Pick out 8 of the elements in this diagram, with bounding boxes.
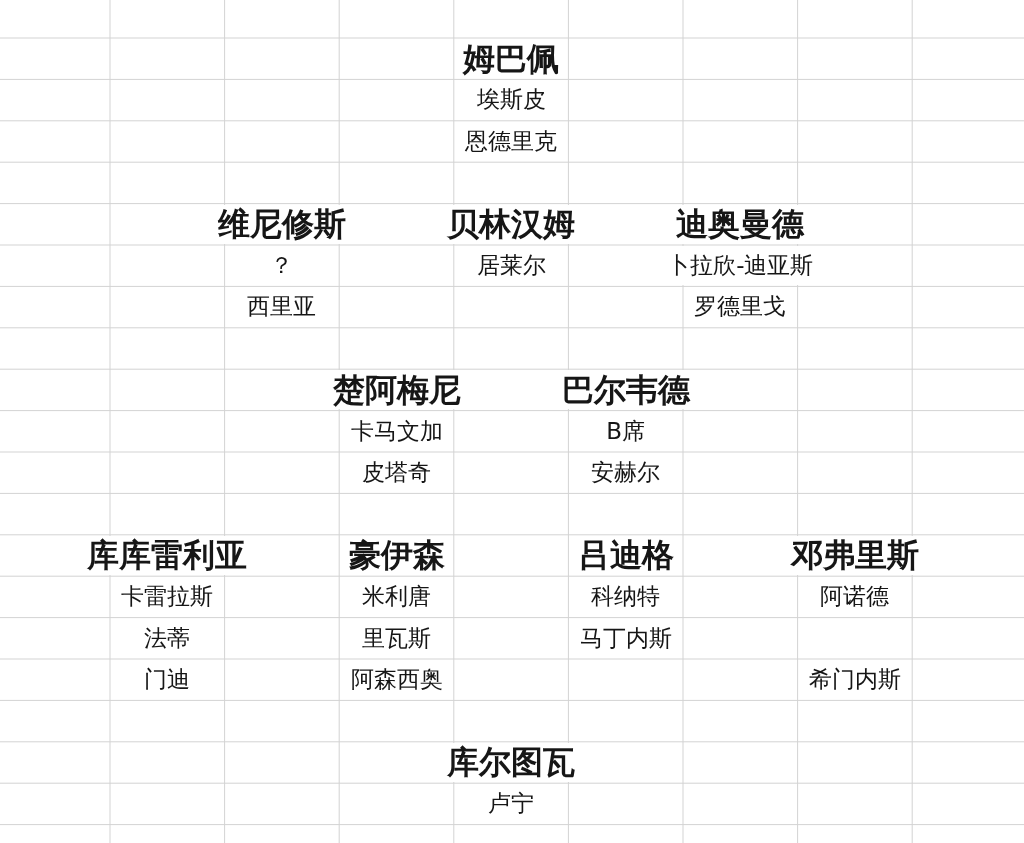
player-name-heading: 贝林汉姆 bbox=[445, 204, 578, 244]
player-name-heading: 库库雷利亚 bbox=[85, 535, 250, 575]
player-name-heading: 邓弗里斯 bbox=[788, 535, 921, 575]
player-name-heading: 库尔图瓦 bbox=[445, 742, 578, 782]
player-name-heading: 迪奥曼德 bbox=[674, 204, 807, 244]
player-name-heading: 维尼修斯 bbox=[215, 204, 348, 244]
player-name-heading: 楚阿梅尼 bbox=[330, 370, 463, 410]
player-name-heading: 豪伊森 bbox=[346, 535, 447, 575]
